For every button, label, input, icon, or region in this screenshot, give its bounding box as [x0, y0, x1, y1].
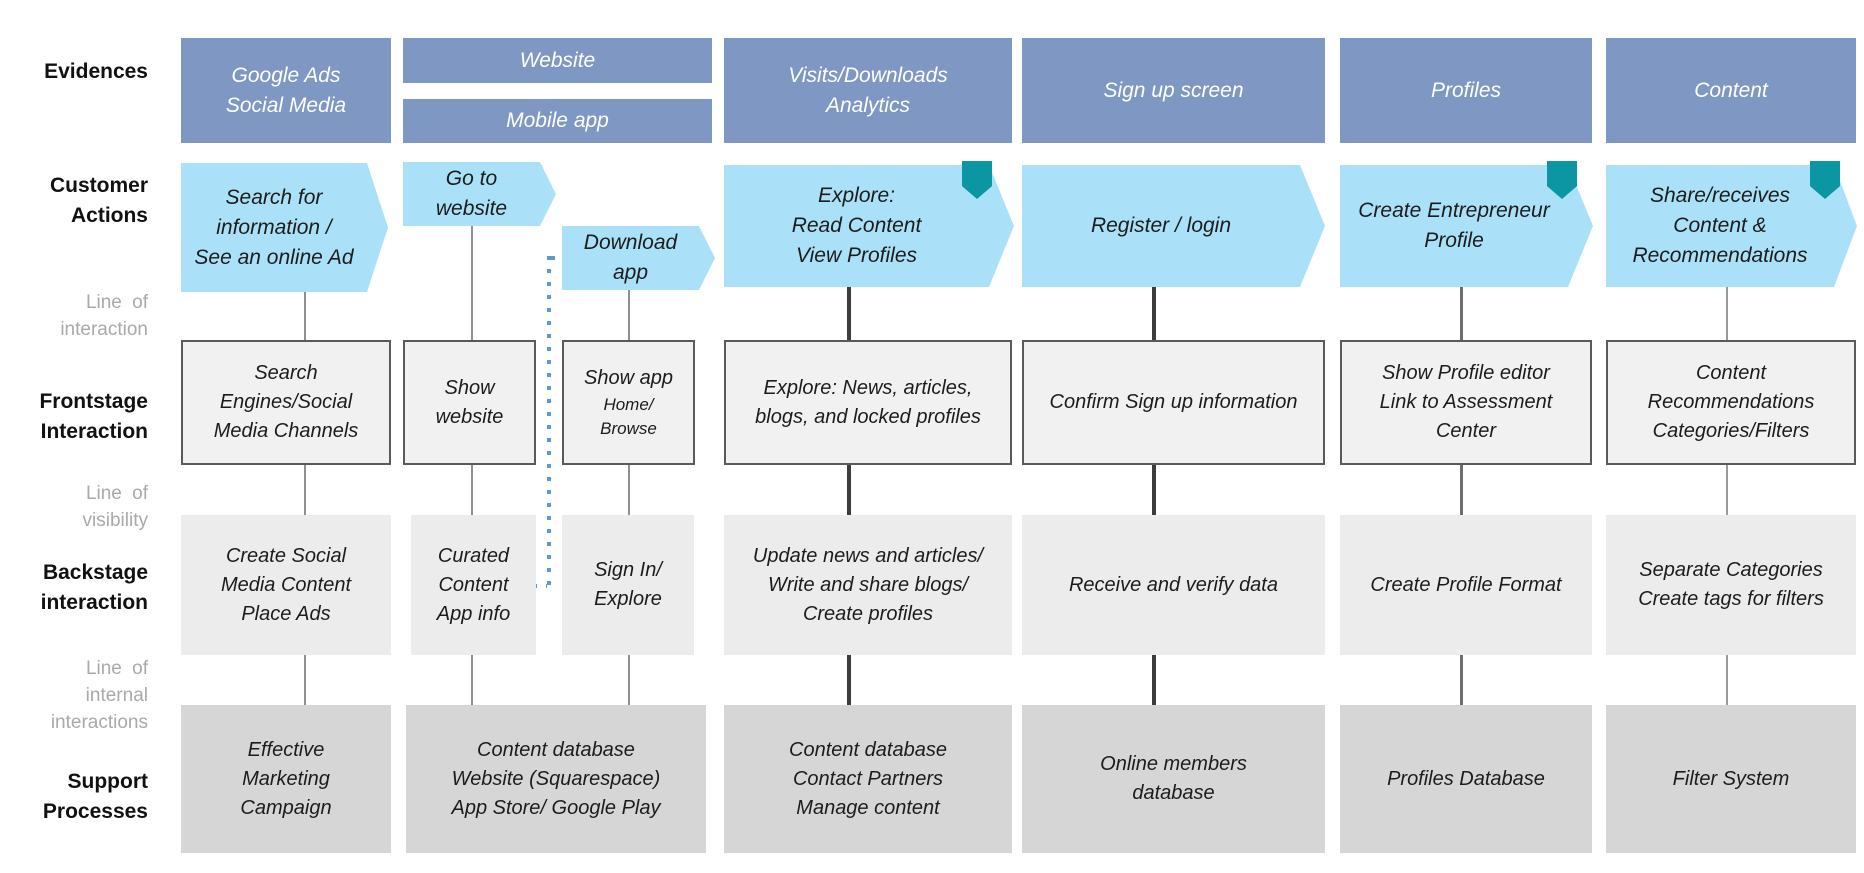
row-label-evidences: Evidences [44, 60, 148, 83]
backstage-receive-verify: Receive and verify data [1022, 515, 1325, 655]
support-online-members-db: Online members database [1022, 705, 1325, 853]
connector-line [1460, 465, 1463, 515]
backstage-separate-categories: Separate Categories Create tags for filt… [1606, 515, 1856, 655]
connector-line [471, 226, 473, 340]
download-app-dotted-connector [547, 256, 551, 590]
connector-line [304, 292, 306, 340]
row-label-frontstage: Frontstage Interaction [39, 390, 148, 443]
connector-line [304, 655, 306, 705]
frontstage-explore-news: Explore: News, articles, blogs, and lock… [724, 340, 1012, 465]
row-label-line-of-internal: Line of internal interactions [50, 658, 148, 733]
connector-line [1460, 287, 1463, 340]
backstage-sign-in-explore: Sign In/ Explore [562, 515, 694, 655]
connector-line [1152, 287, 1156, 340]
connector-line [1152, 655, 1156, 705]
connector-line [1152, 465, 1156, 515]
connector-line [847, 287, 851, 340]
row-label-support-processes: Support Processes [42, 770, 148, 823]
frontstage-show-website: Show website [403, 340, 536, 465]
frontstage-profile-editor: Show Profile editor Link to Assessment C… [1340, 340, 1592, 465]
connector-line [471, 655, 473, 705]
evidence-website: Website [403, 38, 712, 83]
support-content-database-website: Content database Website (Squarespace) A… [406, 705, 706, 853]
action-arrow-search-information: Search for information / See an online A… [181, 163, 388, 292]
row-label-line-of-visibility: Line of visibility [82, 483, 148, 531]
evidence-profiles: Profiles [1340, 38, 1592, 143]
connector-line [471, 465, 473, 515]
backstage-create-social-media: Create Social Media Content Place Ads [181, 515, 391, 655]
action-arrow-go-to-website: Go to website [403, 162, 556, 226]
evidence-visits-downloads: Visits/Downloads Analytics [724, 38, 1012, 143]
backstage-update-news: Update news and articles/ Write and shar… [724, 515, 1012, 655]
frontstage-recommendations: Content Recommendations Categories/Filte… [1606, 340, 1856, 465]
action-arrow-share-receive: Share/receives Content & Recommendations [1606, 165, 1857, 287]
connector-line [847, 465, 851, 515]
row-label-customer-actions: Customer Actions [49, 174, 148, 227]
row-label-backstage: Backstage interaction [40, 561, 148, 614]
evidence-mobile-app: Mobile app [403, 99, 712, 143]
action-arrow-explore: Explore: Read Content View Profiles [724, 165, 1014, 287]
connector-line [847, 655, 851, 705]
backstage-curated-content: Curated Content App info [411, 515, 536, 655]
evidence-google-ads-social-media: Google Ads Social Media [181, 38, 391, 143]
connector-line [1726, 655, 1728, 705]
connector-line [304, 465, 306, 515]
action-arrow-create-profile: Create Entrepreneur Profile [1340, 165, 1593, 287]
connector-line [628, 655, 630, 705]
download-app-dotted-connector [551, 256, 565, 260]
row-label-line-of-interaction: Line of interaction [60, 292, 148, 340]
connector-line [628, 465, 630, 515]
connector-line [1460, 655, 1463, 705]
support-marketing-campaign: Effective Marketing Campaign [181, 705, 391, 853]
support-filter-system: Filter System [1606, 705, 1856, 853]
evidence-content: Content [1606, 38, 1856, 143]
connector-line [1726, 287, 1728, 340]
backstage-profile-format: Create Profile Format [1340, 515, 1592, 655]
evidence-sign-up-screen: Sign up screen [1022, 38, 1325, 143]
frontstage-show-app-sub: Home/ Browse [600, 395, 657, 438]
frontstage-search-engines: Search Engines/Social Media Channels [181, 340, 391, 465]
action-arrow-register-login: Register / login [1022, 165, 1325, 287]
frontstage-show-app-title: Show app [584, 367, 673, 389]
download-app-dotted-connector [533, 584, 547, 588]
support-profiles-database: Profiles Database [1340, 705, 1592, 853]
action-arrow-download-app: Download app [562, 226, 715, 290]
frontstage-show-app: Show app Home/ Browse [562, 340, 695, 465]
connector-line [1726, 465, 1728, 515]
support-content-database-partners: Content database Contact Partners Manage… [724, 705, 1012, 853]
frontstage-confirm-signup: Confirm Sign up information [1022, 340, 1325, 465]
connector-line [628, 290, 630, 340]
